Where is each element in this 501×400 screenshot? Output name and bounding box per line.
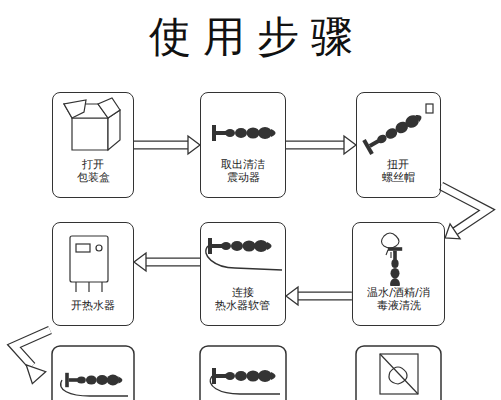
hose-line: [61, 380, 128, 396]
step-box: 温水/酒精/消 毒液清洗: [352, 222, 445, 326]
step-box: 打开 包装盒: [52, 92, 134, 198]
step-box: 连接 热水器软管: [200, 222, 286, 326]
step-label: 温水/酒精/消 毒液清洗: [358, 286, 439, 314]
screw-cap: [426, 104, 433, 113]
water-heater-icon: [70, 236, 108, 292]
device-icon: [362, 109, 425, 155]
diagram-title: 使用步骤: [0, 14, 501, 60]
step-box-cut: [52, 346, 441, 400]
step-arrow: [286, 136, 356, 154]
step-label: 连接 热水器软管: [210, 286, 276, 314]
device-icon: [208, 238, 272, 254]
device-icon: [212, 125, 276, 141]
bent-arrow: [14, 330, 50, 384]
step-label: 扭开 螺丝帽: [377, 158, 421, 186]
step-box: 开热水器: [52, 222, 134, 326]
device-icon: [65, 373, 122, 387]
hose-line: [206, 246, 282, 270]
prohibited-icon: [380, 354, 418, 394]
step-arrow: [134, 136, 200, 154]
step-label: 开热水器: [70, 299, 116, 313]
step-arrow: [286, 287, 352, 305]
carton-icon: [64, 98, 120, 150]
step-box: 扭开 螺丝帽: [356, 92, 441, 198]
step-label: 打开 包装盒: [72, 158, 114, 186]
step-label: 取出清洁 震动器: [217, 158, 270, 186]
step-box: 取出清洁 震动器: [200, 92, 286, 198]
hose-line: [210, 376, 280, 394]
step-arrow: [134, 253, 200, 271]
step-arrow: [441, 186, 487, 239]
device-icon: [212, 368, 276, 384]
